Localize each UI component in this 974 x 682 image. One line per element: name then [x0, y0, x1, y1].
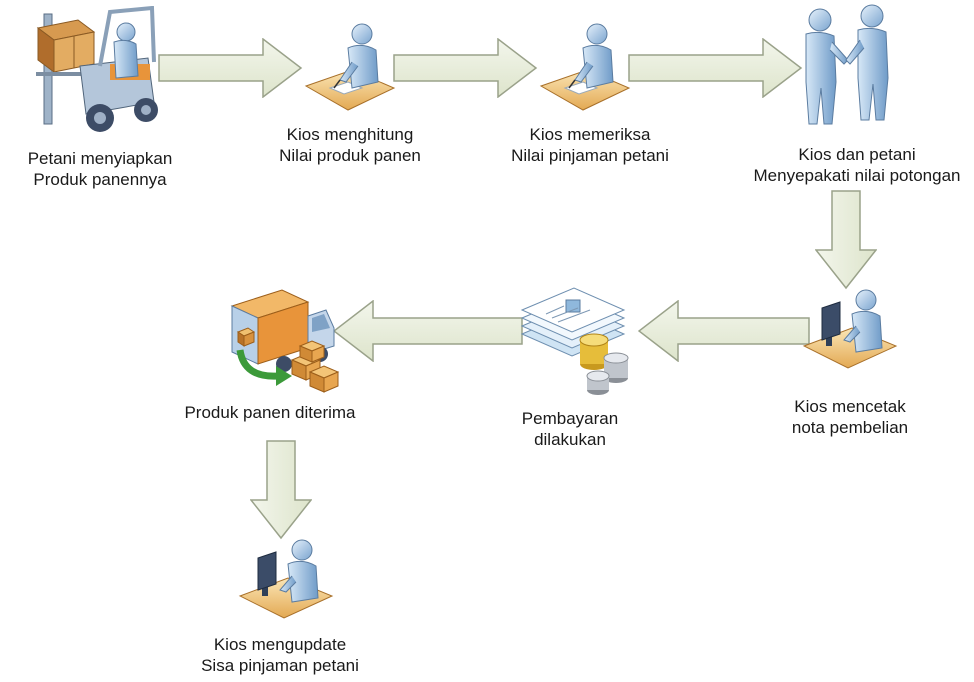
step-label-line: Nilai produk panen [279, 146, 421, 165]
step-label-line: Kios dan petani [798, 145, 916, 164]
flow-arrow-right [158, 38, 303, 98]
person-writing-icon [304, 23, 396, 111]
step-label-line: Nilai pinjaman petani [511, 146, 669, 165]
flow-arrow-down [815, 190, 877, 290]
flow-arrow-right [393, 38, 538, 98]
step-label-kios-memeriksa: Kios memeriksa Nilai pinjaman petani [490, 124, 690, 166]
step-label-kios-dan-petani: Kios dan petani Menyepakati nilai potong… [740, 144, 974, 186]
step-label-line: Petani menyiapkan [27, 149, 173, 168]
step-label-kios-mencetak: Kios mencetak nota pembelian [750, 396, 950, 438]
flow-arrow-right [628, 38, 803, 98]
person-computer-icon [802, 289, 898, 369]
step-label-line: Kios mencetak [794, 397, 906, 416]
step-label-line: Kios menghitung [286, 125, 414, 144]
step-label-line: Pembayaran [521, 409, 619, 428]
step-label-line: Kios memeriksa [529, 125, 651, 144]
step-label-line: Sisa pinjaman petani [201, 656, 359, 675]
step-label-kios-menghitung: Kios menghitung Nilai produk panen [250, 124, 450, 166]
step-label-pembayaran: Pembayaran dilakukan [470, 408, 670, 450]
handshake-icon [805, 4, 889, 125]
flow-arrow-left [333, 300, 523, 362]
person-writing-icon [539, 23, 631, 111]
step-label-kios-mengupdate: Kios mengupdate Sisa pinjaman petani [180, 634, 380, 676]
step-label-line: Produk panennya [33, 170, 167, 189]
delivery-truck-icon [230, 289, 340, 393]
step-label-line: dilakukan [534, 430, 606, 449]
step-label-line: Produk panen diterima [184, 403, 356, 422]
step-label-petani-menyiapkan: Petani menyiapkan Produk panennya [0, 148, 200, 190]
step-label-line: nota pembelian [791, 418, 909, 437]
flow-arrow-left [638, 300, 810, 362]
person-computer-icon [238, 539, 334, 619]
step-label-line: Kios mengupdate [213, 635, 347, 654]
step-label-produk-diterima: Produk panen diterima [160, 402, 380, 423]
step-label-line: Menyepakati nilai potongan [753, 166, 961, 185]
documents-coins-icon [520, 287, 629, 395]
flow-arrow-down [250, 440, 312, 540]
forklift-icon [36, 6, 158, 132]
